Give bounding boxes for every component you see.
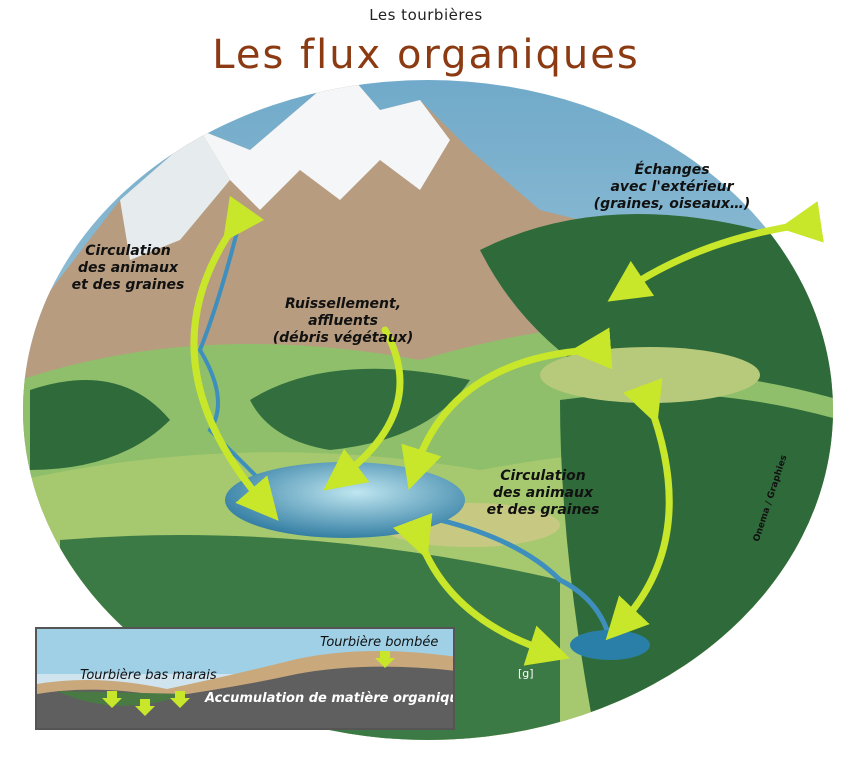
label-line: Circulation	[500, 468, 586, 484]
label-line: (débris végétaux)	[272, 330, 414, 346]
arrow-lake-outlet	[392, 512, 570, 666]
arrow-circulation-left	[190, 195, 279, 521]
inset-label-bas-marais: Tourbière bas marais	[80, 668, 217, 683]
inset-arrow	[102, 691, 122, 708]
label-line: Circulation	[85, 243, 171, 259]
label-line: (graines, oiseaux…)	[593, 196, 751, 212]
inset-label-accumulation: Accumulation de matière organique	[205, 691, 455, 706]
inset-arrow	[375, 651, 395, 668]
inset-arrow	[135, 699, 155, 716]
arrow-circulation-right	[605, 378, 673, 641]
label-echanges: Échanges avec l'extérieur (graines, oise…	[582, 162, 762, 213]
inset-cross-section: Tourbière bombée Tourbière bas marais Ac…	[35, 627, 455, 730]
label-line: des animaux	[78, 260, 178, 276]
forest-left	[30, 380, 170, 470]
label-line: affluents	[308, 313, 378, 329]
subtitle: Les tourbières	[369, 6, 483, 24]
snow-peaks	[200, 80, 450, 210]
wetland-upper	[540, 347, 760, 403]
inset-arrow	[170, 691, 190, 708]
label-line: avec l'extérieur	[610, 179, 734, 195]
page-title: Les flux organiques	[212, 32, 640, 78]
label-circulation-right: Circulation des animaux et des graines	[473, 468, 613, 519]
inset-arrows	[102, 651, 395, 716]
label-line: Ruissellement,	[284, 296, 402, 312]
figure-tag: [g]	[518, 667, 534, 680]
arrow-lake-wetland	[401, 327, 613, 491]
lake-outlet	[570, 630, 650, 660]
inset-bas-marais	[57, 691, 187, 706]
arrow-ruissellement	[323, 326, 404, 491]
inset-graphic	[37, 629, 453, 728]
label-circulation-left: Circulation des animaux et des graines	[58, 243, 198, 294]
label-line: des animaux	[493, 485, 593, 501]
snow-left	[120, 130, 230, 260]
inset-label-bombee: Tourbière bombée	[320, 635, 439, 650]
label-line: et des graines	[71, 277, 185, 293]
arrow-echanges	[607, 201, 824, 302]
label-line: et des graines	[486, 502, 600, 518]
flow-arrows	[190, 195, 824, 666]
forest-lower-right	[560, 393, 833, 740]
label-ruissellement: Ruissellement, affluents (débris végétau…	[268, 296, 418, 347]
label-line: Échanges	[634, 162, 710, 178]
inset-peat	[37, 666, 453, 728]
